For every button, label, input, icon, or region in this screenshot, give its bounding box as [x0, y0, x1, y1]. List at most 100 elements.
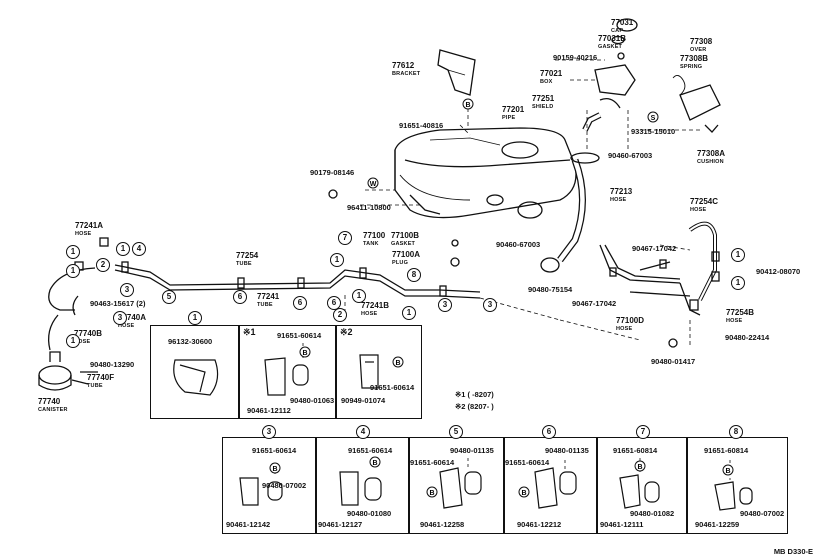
- label-90159: 90159-40216: [553, 53, 598, 62]
- detail-box-3-part: 90461-12142: [226, 520, 271, 529]
- detail-box-8-marker: 8: [729, 425, 743, 439]
- circle-marker-1: 1: [731, 276, 745, 290]
- label-90460-67003-b: 90460-67003: [496, 240, 541, 249]
- legend-note-1: ※1 ( -8207): [455, 390, 494, 399]
- detail-box-8-part: 90480-07002: [740, 509, 785, 518]
- bolt-marker: B: [725, 468, 730, 475]
- circle-marker-3: 3: [438, 298, 452, 312]
- label-90412: 90412-08070: [756, 267, 801, 276]
- detail-box-asterisk-2-title: ※2: [340, 327, 353, 337]
- detail-box-5-part: 90480-01135: [450, 446, 494, 455]
- circle-marker-3: 3: [113, 311, 127, 325]
- circle-marker-1: 1: [116, 242, 130, 256]
- bolt-marker: B: [521, 490, 526, 497]
- legend-note-2: ※2 (8207- ): [455, 402, 494, 411]
- detail-box-5-part: 90461-12258: [420, 520, 465, 529]
- detail-box-1: [150, 325, 240, 419]
- label-90460-67003-a: 90460-67003: [608, 151, 653, 160]
- bolt-marker: B: [302, 350, 307, 357]
- bolt-marker: B: [465, 102, 470, 109]
- circle-marker-1: 1: [66, 245, 80, 259]
- detail-box-asterisk-1-part: 91651-60614: [277, 331, 322, 340]
- circle-marker-1: 1: [66, 264, 80, 278]
- detail-box-6-part: 90480-01135: [545, 446, 589, 455]
- detail-box-3-part: 90480-07002: [262, 481, 307, 490]
- circle-marker-4: 4: [132, 242, 146, 256]
- label-93315: 93315-15010: [631, 127, 676, 136]
- bolt-marker: B: [372, 460, 377, 467]
- detail-box-6-part: 90461-12212: [517, 520, 562, 529]
- label-90480-13290: 90480-13290: [90, 360, 135, 369]
- circle-marker-1: 1: [66, 334, 80, 348]
- detail-box-7-marker: 7: [636, 425, 650, 439]
- fuel-line-lower: [114, 269, 481, 299]
- circle-marker-1: 1: [402, 306, 416, 320]
- detail-box-5-part: 91651-60614: [410, 458, 455, 467]
- bolt-marker: B: [395, 360, 400, 367]
- circle-marker-6: 6: [233, 290, 247, 304]
- circle-marker-1: 1: [352, 289, 366, 303]
- reference-code: MB D330-E: [773, 547, 813, 556]
- bracket-77612: [437, 49, 476, 96]
- label-91651-40816: 91651-40816: [399, 121, 444, 130]
- detail-box-asterisk-1-title: ※1: [243, 327, 256, 337]
- circle-marker-3: 3: [120, 283, 134, 297]
- fuel-line-upper: [114, 264, 481, 293]
- detail-box-asterisk-2-part: 91651-60614: [370, 383, 415, 392]
- label-96411: 96411-10800: [347, 203, 391, 212]
- detail-box-5-marker: 5: [449, 425, 463, 439]
- bolt-marker: B: [429, 490, 434, 497]
- detail-box-8-part: 91651-60814: [704, 446, 749, 455]
- label-90480-01417: 90480-01417: [651, 357, 696, 366]
- circle-marker-2: 2: [333, 308, 347, 322]
- detail-box-asterisk-2-part: 90949-01074: [341, 396, 386, 405]
- circle-marker-2: 2: [96, 258, 110, 272]
- detail-box-6-marker: 6: [542, 425, 556, 439]
- detail-box-3-part: 91651-60614: [252, 446, 297, 455]
- detail-box-8-part: 90461-12259: [695, 520, 740, 529]
- label-90463: 90463-15617 (2): [90, 299, 146, 308]
- washer-marker: W: [370, 181, 377, 188]
- circle-marker-1: 1: [330, 253, 344, 267]
- detail-box-1-marker: 1: [188, 311, 202, 325]
- circle-marker-7: 7: [338, 231, 352, 245]
- circle-marker-8: 8: [407, 268, 421, 282]
- detail-box-7-part: 90480-01082: [630, 509, 675, 518]
- label-90467-17042-a: 90467-17042: [632, 244, 677, 253]
- detail-box-4-part: 91651-60614: [348, 446, 393, 455]
- circle-marker-6: 6: [293, 296, 307, 310]
- detail-box-7-part: 90461-12111: [600, 520, 644, 529]
- detail-box-1-part: 96132-30600: [168, 337, 213, 346]
- detail-box-7-part: 91651-60814: [613, 446, 658, 455]
- circle-marker-3: 3: [483, 298, 497, 312]
- label-90179: 90179-08146: [310, 168, 355, 177]
- bolt-marker: B: [637, 464, 642, 471]
- detail-box-4-part: 90480-01080: [347, 509, 392, 518]
- label-90480-75154: 90480-75154: [528, 285, 573, 294]
- detail-box-asterisk-1-part: 90480-01063: [290, 396, 335, 405]
- circle-marker-5: 5: [162, 290, 176, 304]
